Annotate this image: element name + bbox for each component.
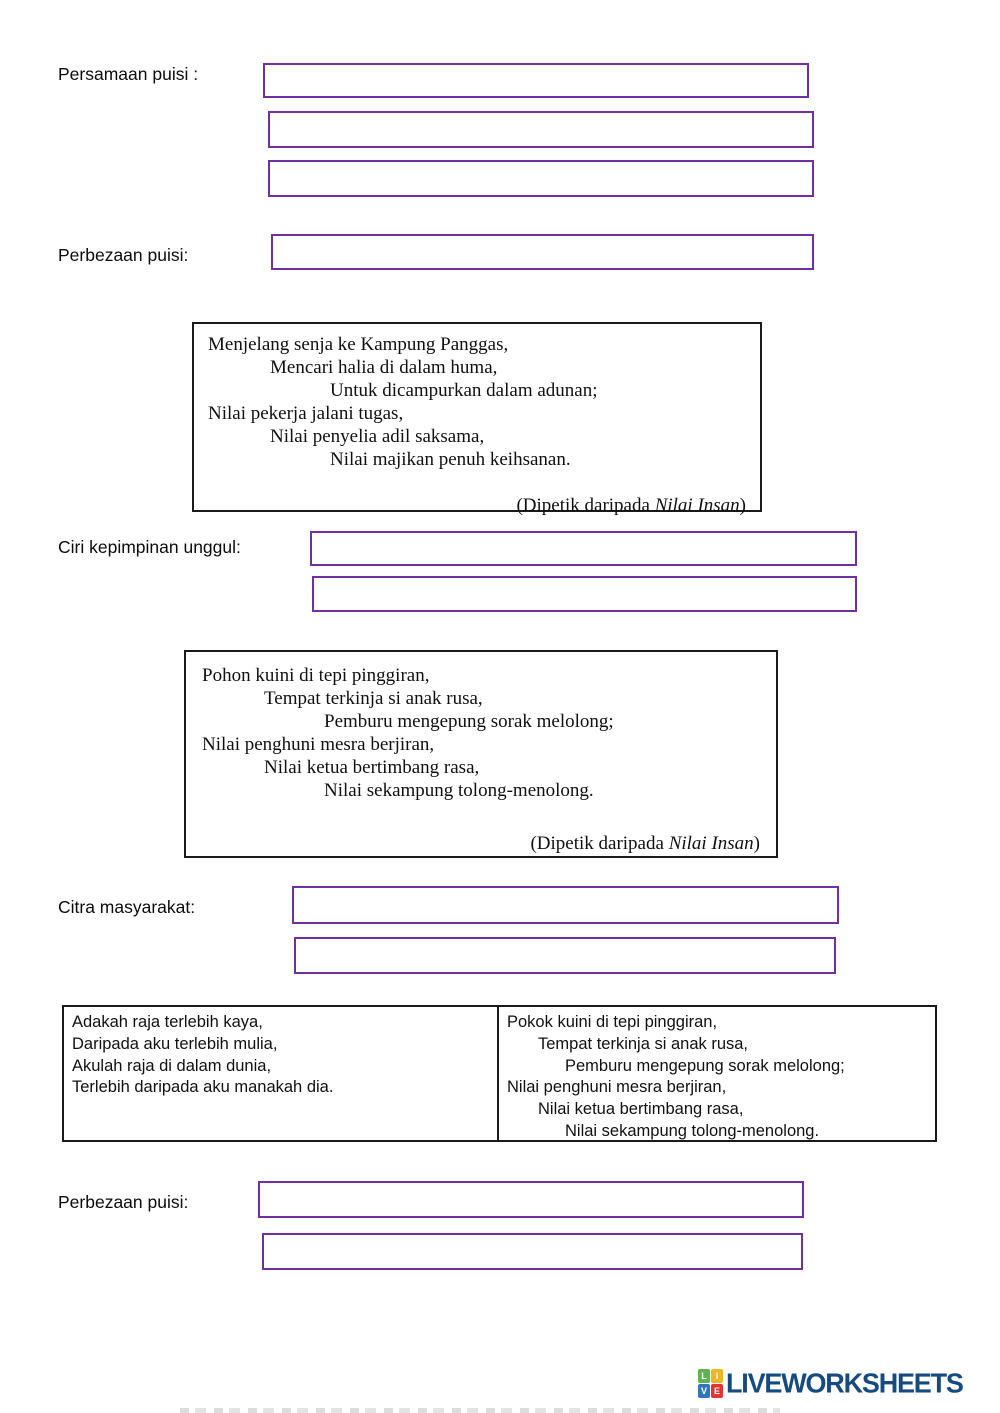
table-left-line: Adakah raja terlebih kaya,	[72, 1013, 263, 1031]
perbezaan-puisi-label-2: Perbezaan puisi:	[58, 1192, 189, 1212]
persamaan-answer-input-1[interactable]	[263, 63, 809, 98]
citation-prefix: (Dipetik daripada	[530, 833, 669, 854]
table-right-line: Pokok kuini di tepi pinggiran,	[507, 1013, 718, 1031]
citation-source-title: Nilai Insan	[654, 495, 740, 516]
citation-suffix: )	[739, 495, 746, 516]
poem1-line: Nilai pekerja jalani tugas,	[208, 403, 404, 424]
table-cell-left-poem: Adakah raja terlebih kaya, Daripada aku …	[64, 1007, 499, 1140]
table-left-line: Daripada aku terlebih mulia,	[72, 1034, 278, 1053]
liveworksheets-wordmark: LIVEWORKSHEETS	[726, 1367, 964, 1399]
poem2-line: Tempat terkinja si anak rusa,	[264, 688, 483, 709]
ciri-answer-input-2[interactable]	[312, 576, 857, 612]
citra-answer-input-1[interactable]	[292, 886, 839, 924]
ciri-kepimpinan-label: Ciri kepimpinan unggul:	[58, 537, 241, 557]
poem1-line: Nilai majikan penuh keihsanan.	[330, 449, 571, 470]
poem1-line: Menjelang senja ke Kampung Panggas,	[208, 334, 509, 355]
poem2-line: Nilai sekampung tolong-menolong.	[324, 780, 594, 801]
liveworksheets-grid-icon: L I V E	[698, 1369, 723, 1398]
poem2-citation: (Dipetik daripada Nilai Insan)	[202, 832, 760, 855]
poem2-line: Nilai penghuni mesra berjiran,	[202, 734, 435, 755]
table-cell-right-poem: Pokok kuini di tepi pinggiran, Tempat te…	[499, 1007, 935, 1140]
persamaan-answer-input-3[interactable]	[268, 160, 814, 197]
logo-tile-l: L	[698, 1369, 710, 1383]
poem-box-2: Pohon kuini di tepi pinggiran, Tempat te…	[184, 650, 778, 858]
poem-box-1: Menjelang senja ke Kampung Panggas, Menc…	[192, 322, 762, 516]
citra-masyarakat-label: Citra masyarakat:	[58, 897, 196, 917]
persamaan-answer-input-2[interactable]	[268, 111, 814, 148]
poem1-line: Untuk dicampurkan dalam adunan;	[330, 380, 598, 401]
poem-comparison-table: Adakah raja terlebih kaya, Daripada aku …	[62, 1005, 937, 1142]
table-left-line: Akulah raja di dalam dunia,	[72, 1056, 272, 1075]
poem2-line: Nilai ketua bertimbang rasa,	[264, 757, 480, 778]
table-right-line: Pemburu mengepung sorak melolong;	[565, 1056, 845, 1075]
poem2-line: Pemburu mengepung sorak melolong;	[324, 711, 614, 732]
citation-source-title: Nilai Insan	[668, 833, 754, 854]
citra-answer-input-2[interactable]	[294, 937, 836, 974]
table-right-line: Tempat terkinja si anak rusa,	[538, 1034, 749, 1053]
logo-tile-e: E	[711, 1384, 723, 1398]
citation-suffix: )	[753, 833, 760, 854]
perbezaan-answer-input-3[interactable]	[262, 1233, 803, 1270]
perbezaan-answer-input-1[interactable]	[271, 234, 814, 270]
logo-tile-i: I	[711, 1369, 723, 1383]
poem1-line: Nilai penyelia adil saksama,	[270, 426, 485, 447]
poem1-citation: (Dipetik daripada Nilai Insan)	[208, 494, 746, 517]
logo-tile-v: V	[698, 1384, 710, 1398]
ciri-answer-input-1[interactable]	[310, 531, 857, 566]
table-right-line: Nilai ketua bertimbang rasa,	[538, 1100, 744, 1119]
persamaan-puisi-label: Persamaan puisi :	[58, 64, 199, 84]
liveworksheets-logo: L I V E LIVEWORKSHEETS	[698, 1367, 964, 1399]
table-right-line: Nilai sekampung tolong-menolong.	[565, 1121, 820, 1140]
cutoff-text-remnant	[180, 1408, 780, 1413]
perbezaan-answer-input-2[interactable]	[258, 1181, 804, 1218]
perbezaan-puisi-label-1: Perbezaan puisi:	[58, 245, 189, 265]
poem1-line: Mencari halia di dalam huma,	[270, 357, 498, 378]
citation-prefix: (Dipetik daripada	[516, 495, 655, 516]
table-right-line: Nilai penghuni mesra berjiran,	[507, 1078, 727, 1097]
poem2-line: Pohon kuini di tepi pinggiran,	[202, 665, 430, 686]
table-left-line: Terlebih daripada aku manakah dia.	[72, 1078, 334, 1097]
